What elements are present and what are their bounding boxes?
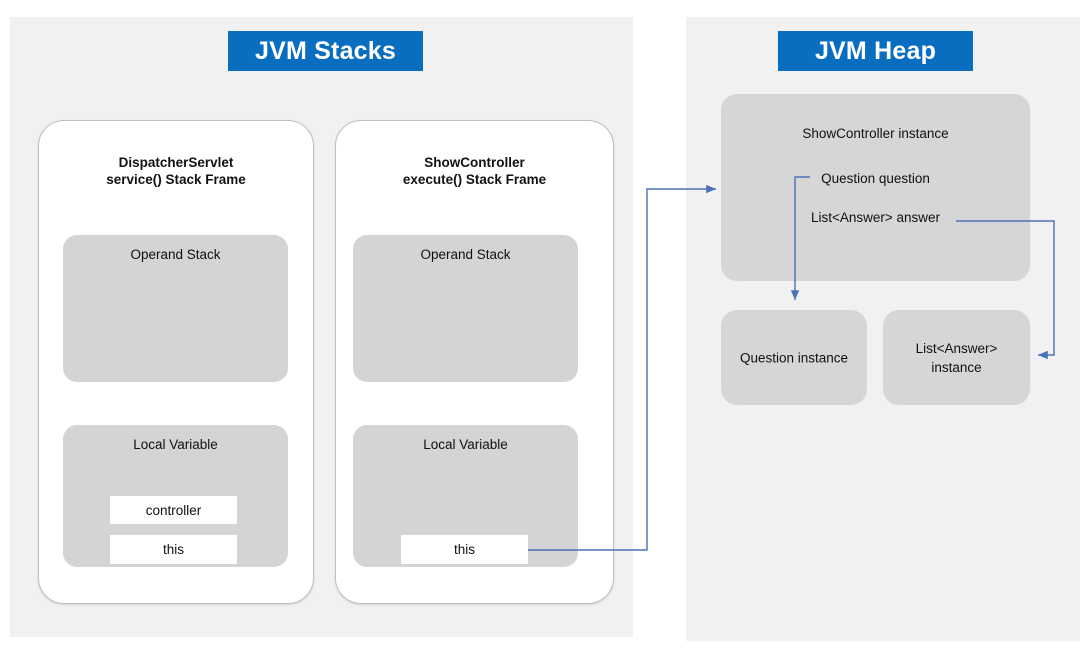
question-field-label: Question question [821, 171, 930, 186]
list-answer-instance-label-line1: List<Answer> [915, 340, 998, 356]
show-controller-instance-label: ShowController instance [802, 126, 949, 141]
answer-field-label: List<Answer> answer [810, 210, 941, 225]
operand-stack-dispatcher: Operand Stack [63, 235, 288, 382]
local-variable-label: Local Variable [423, 437, 508, 452]
operand-stack-label: Operand Stack [420, 247, 511, 262]
local-variable-slot-this-dispatcher: this [110, 535, 237, 564]
question-instance-label: Question instance [739, 350, 849, 365]
operand-stack-label: Operand Stack [130, 247, 221, 262]
operand-stack-showcontroller: Operand Stack [353, 235, 578, 382]
dispatcher-servlet-frame-heading: DispatcherServlet service() Stack Frame [39, 154, 313, 188]
frame-heading-line2: execute() Stack Frame [402, 172, 547, 187]
question-instance-box: Question instance [721, 310, 867, 405]
local-variable-slot-controller: controller [110, 496, 237, 524]
list-answer-instance-label-line2: instance [931, 359, 982, 375]
frame-heading-line2: service() Stack Frame [106, 172, 246, 187]
list-answer-instance-label: List<Answer> instance [889, 339, 1024, 377]
frame-heading-line1: DispatcherServlet [118, 155, 234, 170]
jvm-heap-title-badge: JVM Heap [778, 31, 973, 71]
jvm-stacks-title-badge: JVM Stacks [228, 31, 423, 71]
local-variable-label: Local Variable [133, 437, 218, 452]
show-controller-instance-box: ShowController instance Question questio… [721, 94, 1030, 281]
show-controller-frame-heading: ShowController execute() Stack Frame [336, 154, 613, 188]
frame-heading-line1: ShowController [424, 155, 525, 170]
list-answer-instance-box: List<Answer> instance [883, 310, 1030, 405]
local-variable-slot-this-showcontroller: this [401, 535, 528, 564]
